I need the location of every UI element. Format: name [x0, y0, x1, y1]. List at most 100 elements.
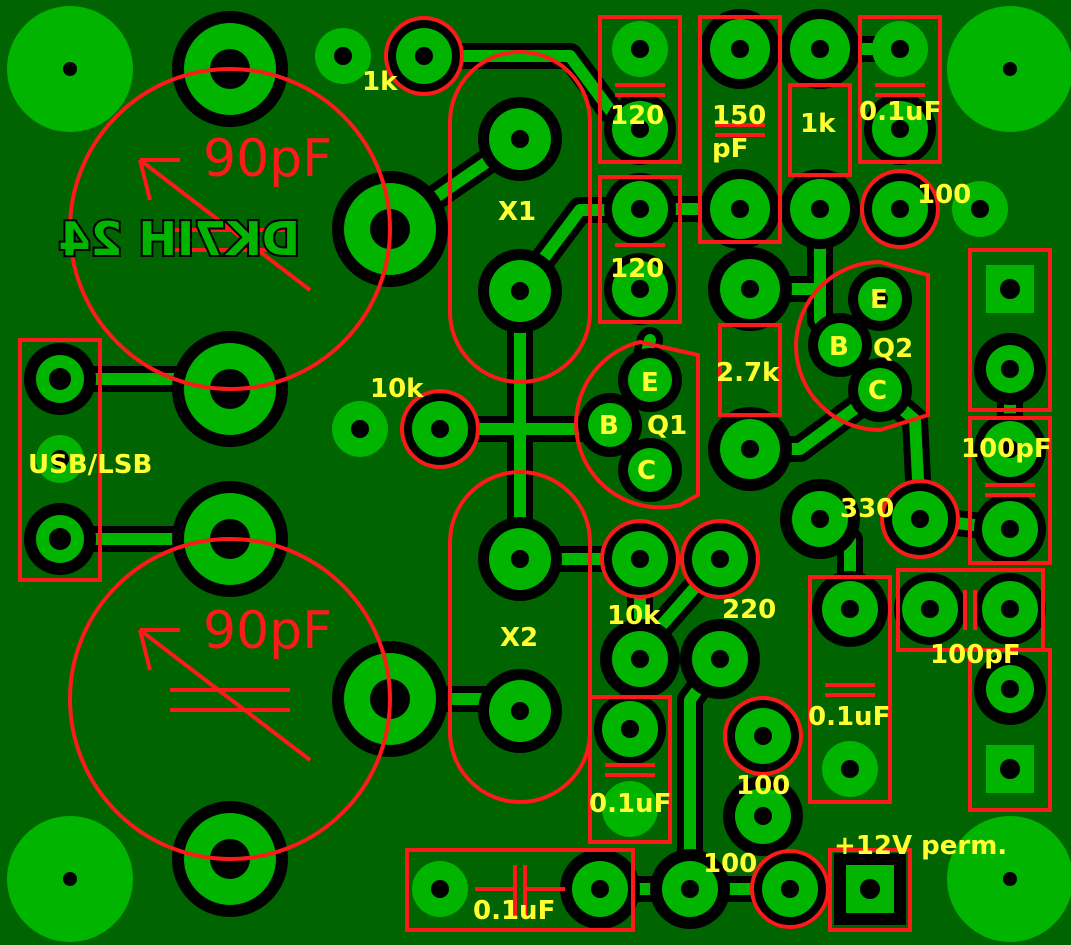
pad [822, 741, 878, 797]
pad [727, 700, 799, 772]
pad [780, 169, 860, 249]
pad [602, 781, 658, 837]
pad [604, 93, 676, 165]
pad [618, 348, 682, 412]
label-c-100pf-a: 100pF [961, 434, 1052, 464]
label-r-1k-b: 1k [800, 109, 836, 139]
label-q1-e: E [641, 368, 659, 398]
silkscreen [18, 15, 1052, 932]
pad [848, 358, 912, 422]
pad [974, 573, 1046, 645]
label-c-01-b: 0.1uF [808, 702, 890, 732]
label-r-220: 220 [722, 595, 776, 625]
pad [723, 776, 803, 856]
pad [578, 393, 642, 457]
pad [974, 413, 1046, 485]
label-r-10k-b: 10k [607, 601, 661, 631]
pad [604, 173, 676, 245]
pad [604, 523, 676, 595]
pad [594, 693, 666, 765]
pad [604, 253, 676, 325]
pad [864, 93, 936, 165]
label-r-27k: 2.7k [716, 358, 780, 388]
pad [478, 669, 562, 753]
pad [332, 401, 388, 457]
label-r-100-a: 100 [917, 180, 971, 210]
pad [618, 438, 682, 502]
label-c-120-a: 120 [610, 101, 664, 131]
label-usb-lsb: USB/LSB [28, 450, 152, 480]
pad [478, 97, 562, 181]
label-q2-b: B [829, 332, 849, 362]
pad [478, 517, 562, 601]
trimmer-outline-bottom [68, 537, 392, 861]
pad [24, 343, 96, 415]
pad [750, 849, 830, 929]
component-labels: 1k 120 150 pF 1k 0.1uF X1 100 120 E B Q2… [28, 67, 1052, 926]
pad [848, 267, 912, 331]
label-x2: X2 [500, 623, 538, 653]
crystal-x1-outline [448, 50, 592, 384]
label-c-120-b: 120 [610, 254, 664, 284]
component-pads [24, 9, 1046, 929]
pad [700, 9, 780, 89]
square-pad [986, 265, 1034, 313]
pad [808, 313, 872, 377]
trimmer-bottom-value: 90pF [203, 601, 332, 661]
pad [894, 573, 966, 645]
label-power: +12V perm. [834, 831, 1007, 861]
pad [708, 407, 792, 491]
mounting-holes [7, 6, 1071, 942]
square-pad [986, 745, 1034, 793]
pad [974, 653, 1046, 725]
pad [404, 393, 476, 465]
q1-outline [574, 339, 700, 510]
label-c-01-c: 0.1uF [589, 789, 671, 819]
pad [36, 435, 84, 483]
pad [780, 9, 860, 89]
trimmer-outline-top [68, 67, 392, 391]
pad [864, 173, 936, 245]
pad [952, 181, 1008, 237]
pad [24, 503, 96, 575]
crystal-x2-outline [448, 470, 592, 804]
pad [974, 333, 1046, 405]
mirrored-board-text: DK7IH 24 [59, 212, 300, 266]
pad [650, 849, 730, 929]
label-q1: Q1 [647, 411, 687, 441]
label-c-150: 150 [712, 101, 766, 131]
q2-outline [794, 259, 930, 433]
pad [600, 619, 680, 699]
label-c-01-a: 0.1uF [859, 97, 941, 127]
pad [478, 249, 562, 333]
label-r-330: 330 [840, 494, 894, 524]
pad [684, 523, 756, 595]
pad [780, 479, 860, 559]
label-c-01-d: 0.1uF [473, 896, 555, 926]
label-x1: X1 [498, 197, 536, 227]
pad [315, 28, 371, 84]
pad [974, 493, 1046, 565]
pad [412, 861, 468, 917]
label-c-150-unit: pF [712, 134, 748, 164]
pad [700, 169, 780, 249]
label-q1-c: C [637, 456, 656, 486]
label-c-100pf-b: 100pF [930, 640, 1021, 670]
label-r-10k-a: 10k [370, 374, 424, 404]
pad [680, 619, 760, 699]
pad [812, 571, 888, 647]
pad [708, 247, 792, 331]
pad [612, 21, 668, 77]
label-r-100-c: 100 [703, 849, 757, 879]
square-pad [834, 853, 906, 925]
label-r-1k-a: 1k [362, 67, 398, 97]
label-q1-b: B [599, 411, 619, 441]
label-q2-e: E [870, 285, 888, 315]
label-q2: Q2 [873, 334, 913, 364]
label-r-100-b: 100 [736, 771, 790, 801]
label-q2-c: C [868, 376, 887, 406]
pad [872, 21, 928, 77]
trimmer-top-value: 90pF [203, 129, 332, 189]
pad [884, 483, 956, 555]
